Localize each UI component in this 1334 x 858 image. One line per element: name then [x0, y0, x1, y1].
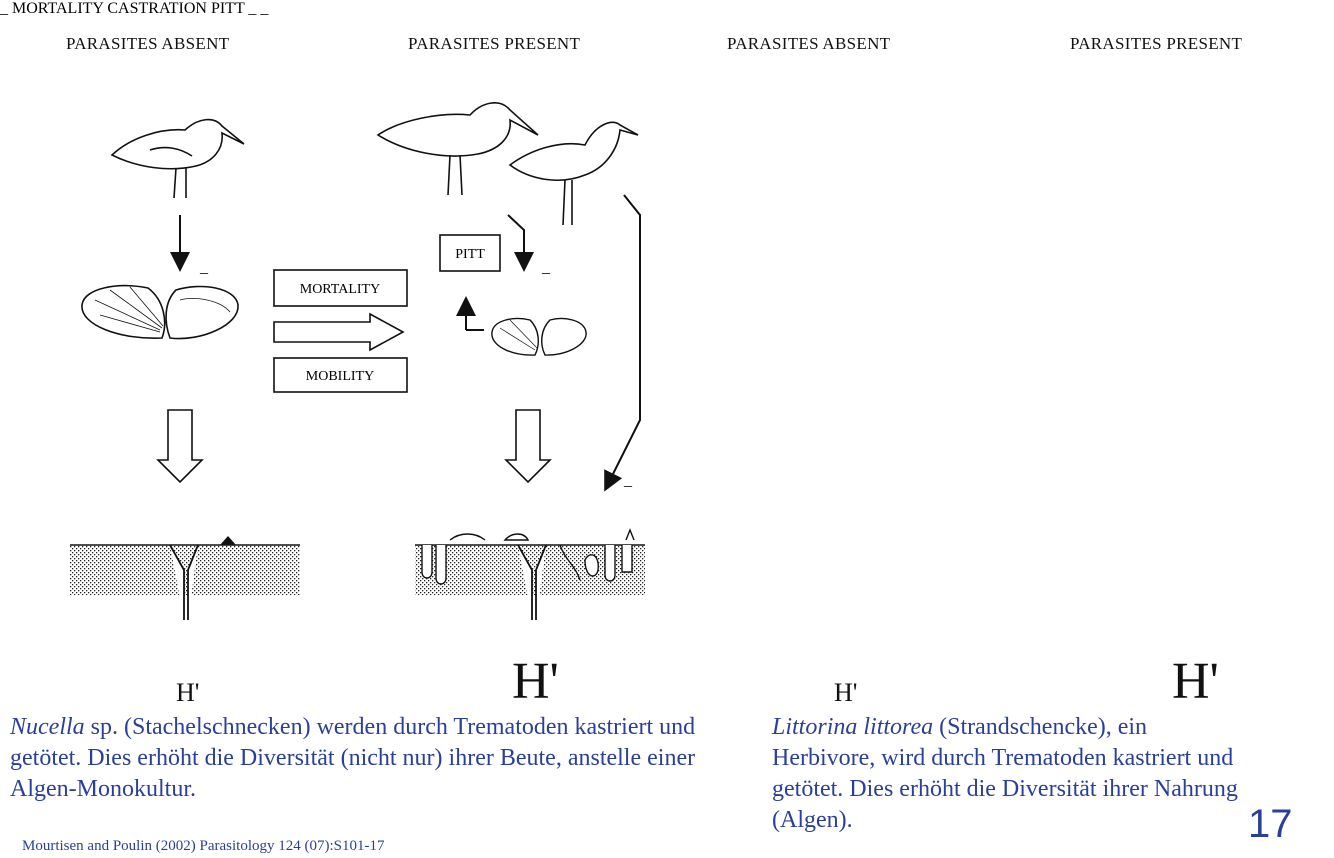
- predation-arrow: [604, 194, 641, 492]
- minus-sign: _: [248, 0, 257, 17]
- pitt-label-left: PITT: [455, 247, 485, 262]
- minus-sign: _: [623, 472, 633, 489]
- effect-arrow: [273, 312, 405, 352]
- caption-text: (Strandschencke), ein Herbivore, wird du…: [772, 714, 1238, 833]
- minus-sign: _: [541, 259, 551, 276]
- mortality-label-right: MORTALITY: [12, 0, 104, 17]
- shorebird-icon: [110, 118, 245, 199]
- minus-sign: _: [199, 259, 209, 276]
- mortality-label-left: MORTALITY: [300, 282, 380, 297]
- effect-arrow: CASTRATION PITT _ _: [10, 0, 1293, 854]
- effect-arrow: MORTALITY CASTRATION PITT _ _: [10, 0, 1293, 854]
- shorebird-icon: [376, 102, 639, 226]
- mobility-label: MOBILITY: [306, 369, 374, 384]
- predation-arrow: [507, 214, 534, 272]
- page-number: 17: [1248, 802, 1293, 846]
- mussel-icon: [491, 317, 587, 356]
- pitt-label-right: PITT: [210, 0, 245, 17]
- sediment-patch: [70, 545, 300, 595]
- effect-arrow: [156, 409, 204, 484]
- citation: Mourtisen and Poulin (2002) Parasitology…: [22, 838, 385, 854]
- diversity-symbol-small: H': [834, 678, 858, 707]
- species-name: Littorina littorea: [772, 714, 934, 740]
- burrow-icon: [169, 544, 199, 620]
- effect-arrow: _ H' H' H' H' Nucella sp. (Stachelschnec…: [10, 0, 1293, 854]
- header-right-absent: PARASITES ABSENT: [727, 34, 891, 53]
- predation-arrow: _ H' H' H' H' Nucella sp. (Stachelschnec…: [10, 0, 1293, 854]
- rock-surface: MORTALITY CASTRATION PITT _ _: [10, 0, 1293, 854]
- species-name: Nucella: [10, 714, 85, 740]
- effect-arrow: [504, 409, 552, 484]
- caption-right: Littorina littorea (Strandschencke), ein…: [772, 712, 1242, 836]
- header-left-absent: PARASITES ABSENT: [66, 34, 230, 53]
- predation-arrow: _ _ H' H' H' H' Nucella sp. (Stachelschn…: [10, 0, 1293, 854]
- diversity-symbol-small: H': [176, 678, 200, 707]
- minus-sign: _: [260, 0, 269, 17]
- caption-text: sp. (Stachelschnecken) werden durch Trem…: [10, 714, 696, 802]
- header-right-present: PARASITES PRESENT: [1070, 34, 1243, 53]
- predation-arrow: _ MORTALITY CASTRATION: [0, 0, 1293, 854]
- mussel-icon: [81, 285, 239, 340]
- header-left-present: PARASITES PRESENT: [408, 34, 581, 53]
- diversity-symbol-large: H': [1172, 653, 1219, 710]
- infauna-icon: [421, 528, 635, 585]
- castration-label: CASTRATION: [107, 0, 207, 17]
- diversity-symbol-large: H': [512, 653, 559, 710]
- minus-sign: _: [0, 0, 8, 17]
- burrow-icon: [517, 544, 547, 620]
- caption-left: Nucella sp. (Stachelschnecken) werden du…: [10, 712, 735, 805]
